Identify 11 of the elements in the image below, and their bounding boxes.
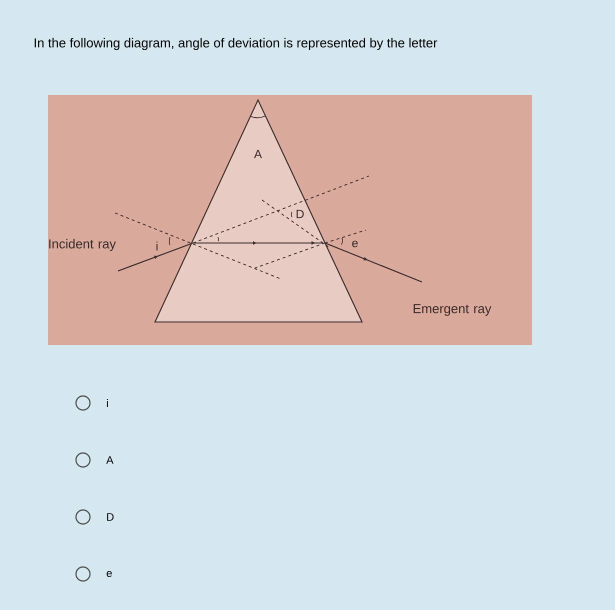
- option-text: A: [106, 456, 114, 464]
- option-text: D: [107, 513, 114, 521]
- angle-label: e: [352, 240, 358, 248]
- label-text: Emergent ray: [414, 304, 492, 316]
- option-text: i: [106, 399, 108, 407]
- angle-label: i: [156, 242, 158, 250]
- angle-label: D: [296, 210, 304, 218]
- option-text: e: [106, 571, 112, 578]
- question-text: In the following diagram, angle of deviation is represented by the letter: [34, 38, 438, 50]
- angle-label: A: [254, 150, 262, 158]
- label-text: Incident ray: [49, 238, 116, 252]
